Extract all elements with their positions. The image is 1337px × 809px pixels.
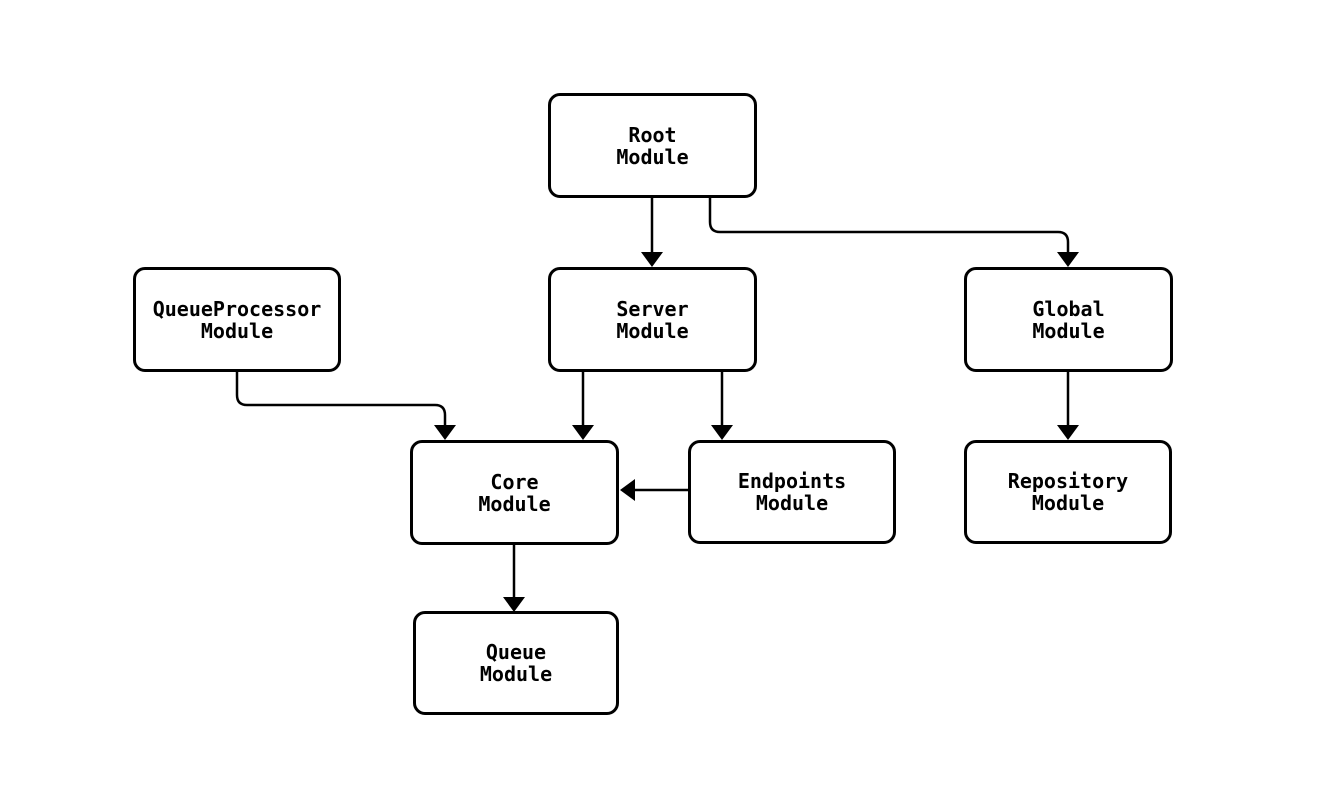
arrowhead-icon (503, 597, 525, 612)
node-endpoints-module: Endpoints Module (688, 440, 896, 544)
node-global-module-label: Global Module (1032, 296, 1105, 343)
arrowhead-icon (1057, 425, 1079, 440)
arrowhead-icon (641, 252, 663, 267)
node-core-module: Core Module (410, 440, 619, 545)
node-queue-module: Queue Module (413, 611, 619, 715)
node-endpoints-module-label: Endpoints Module (737, 469, 847, 515)
node-root-module: Root Module (548, 93, 757, 198)
node-repository-module-label: Repository Module (1007, 469, 1129, 515)
edge-core-to-queue (503, 545, 525, 612)
arrowhead-icon (620, 479, 635, 501)
node-server-module: Server Module (548, 267, 757, 372)
node-queueprocessor-module: QueueProcessor Module (133, 267, 341, 372)
edge-global-to-repository (1057, 372, 1079, 440)
arrowhead-icon (711, 425, 733, 440)
arrowhead-icon (434, 425, 456, 440)
node-repository-module: Repository Module (964, 440, 1172, 544)
node-queue-module-label: Queue Module (479, 640, 553, 686)
node-core-module-label: Core Module (478, 469, 551, 516)
edge-server-to-core (572, 372, 594, 440)
edge-server-to-endpoints (711, 372, 733, 440)
node-global-module: Global Module (964, 267, 1173, 372)
arrowhead-icon (572, 425, 594, 440)
edge-queueprocessor-to-core (235, 372, 456, 440)
node-root-module-label: Root Module (616, 122, 689, 169)
arrowhead-icon (1057, 252, 1079, 267)
edge-root-to-server (641, 198, 663, 267)
node-queueprocessor-module-label: QueueProcessor Module (152, 296, 322, 343)
edge-endpoints-to-core (620, 479, 688, 501)
node-server-module-label: Server Module (616, 296, 689, 343)
edge-root-to-global (708, 198, 1079, 267)
